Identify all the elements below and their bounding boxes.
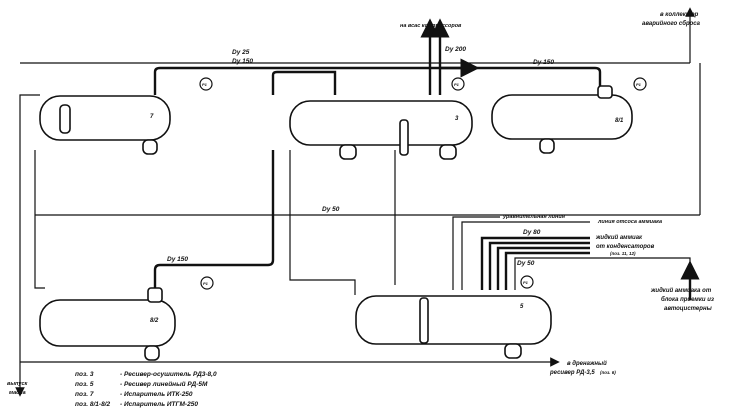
- legend-pos: поз. 8/1-8/2: [75, 401, 110, 408]
- dy150-label: Dy 150: [533, 59, 554, 66]
- ammonia-suction-label: линия отсоса аммиака: [597, 219, 662, 225]
- legend-pos: поз. 5: [75, 381, 94, 388]
- vessel-8-1-label: 8/1: [615, 118, 624, 124]
- legend-desc: - Ресивер линейный РД-5М: [120, 380, 208, 388]
- dy50-label: Dy 50: [322, 206, 340, 213]
- vessel-7: 7: [39, 95, 171, 155]
- legend-pos: поз. 7: [75, 391, 94, 398]
- vessel-5-label: 5: [520, 304, 524, 310]
- dy150-label: Dy 150: [167, 256, 188, 263]
- vessel-7-label: 7: [150, 114, 154, 120]
- vessel-8-2: 8/2: [39, 287, 176, 361]
- drain-pos-label: (поз. 6): [600, 370, 616, 375]
- legend-pos: поз. 3: [75, 371, 94, 378]
- drain-label: в дренажный: [567, 360, 607, 367]
- legend: поз. 3 - Ресивер-осушитель РД3-8,0 поз. …: [75, 371, 217, 408]
- legend-desc: - Ресивер-осушитель РД3-8,0: [120, 371, 217, 378]
- dy25-label: Dy 25: [232, 49, 250, 56]
- dy50-label: Dy 50: [517, 260, 535, 267]
- dy200-label: Dy 200: [445, 46, 466, 53]
- gauge-label: P1: [523, 280, 529, 285]
- legend-desc: - Испаритель ИТК-250: [120, 391, 193, 398]
- pressure-gauges: P1 P1 P1 P1 P1: [199, 77, 647, 290]
- emergency-label: в коллектор: [660, 12, 699, 18]
- equalizing-line-label: уравнительная линия: [502, 214, 566, 220]
- gauge-label: P1: [636, 82, 642, 87]
- vessel-5: 5: [355, 295, 552, 359]
- tanker-label-2: блока приемки из: [661, 296, 714, 303]
- tanker-label-3: автоцистерны: [664, 306, 713, 312]
- liquid-ammonia-label: жидкий аммиак: [595, 234, 643, 241]
- liquid-ammonia-label-3: (поз. 11, 12): [610, 251, 636, 256]
- drain-label-2: ресивер РД-3,5: [549, 370, 595, 376]
- oil-label-2: масла: [9, 390, 26, 396]
- gauge-label: P1: [202, 82, 208, 87]
- gauge-label: P1: [203, 281, 209, 286]
- dy150-label: Dy 150: [232, 58, 253, 65]
- suction-label: на всас компрессоров: [400, 23, 462, 29]
- emergency-label-2: аварийного сброса: [642, 20, 701, 27]
- tanker-label: жидкий аммиака от: [650, 287, 712, 294]
- vessel-3: 3: [289, 100, 473, 160]
- liquid-ammonia-label-2: от конденсаторов: [596, 244, 655, 250]
- oil-label: выпуск: [7, 381, 28, 387]
- pipelines: [15, 7, 701, 397]
- dy80-label: Dy 80: [523, 229, 541, 236]
- gauge-label: P1: [454, 82, 460, 87]
- vessel-8-2-label: 8/2: [150, 318, 159, 324]
- vessel-8-1: 8/1: [491, 85, 633, 154]
- vessel-3-label: 3: [455, 116, 459, 122]
- legend-desc: - Испаритель ИТГМ-250: [120, 401, 198, 408]
